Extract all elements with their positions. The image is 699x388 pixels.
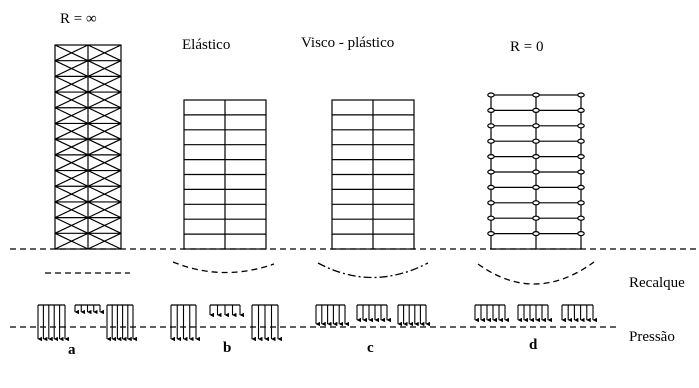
- pressure-block: [37, 304, 69, 342]
- pin-joint: [577, 92, 585, 98]
- pin-joint: [577, 200, 585, 206]
- pin-joint: [532, 123, 540, 129]
- building-a-rigid-frame: [54, 44, 122, 250]
- diagonal-brace: [87, 107, 122, 125]
- pin-joint: [487, 200, 495, 206]
- pin-joint: [532, 200, 540, 206]
- pin-joint: [532, 184, 540, 190]
- case-d-title: R = 0: [510, 39, 544, 55]
- pin-joint: [532, 215, 540, 221]
- pressure-block: [170, 304, 200, 342]
- pin-joint: [487, 184, 495, 190]
- diagonal-brace: [87, 60, 122, 77]
- building-d-pinned-frame: [487, 92, 585, 250]
- pin-joint: [532, 107, 540, 114]
- settlement-profile-b: [172, 261, 275, 274]
- building-c-visco-plastic-frame: [331, 99, 415, 250]
- pressure-block: [209, 304, 244, 318]
- pin-joint: [532, 138, 540, 144]
- diagonal-brace: [87, 217, 122, 234]
- pin-joint: [577, 184, 585, 190]
- pressure-block: [251, 304, 282, 342]
- pressure-block: [474, 304, 509, 323]
- diagonal-brace: [54, 154, 89, 172]
- pin-joint: [577, 169, 585, 175]
- diagonal-brace: [87, 232, 122, 250]
- pressure-distributions: [37, 304, 597, 342]
- pin-joint: [577, 231, 585, 237]
- settlement-profile-c: [317, 262, 429, 279]
- diagonal-brace: [54, 201, 89, 219]
- pressure-block: [356, 304, 391, 323]
- diagonal-brace: [54, 44, 89, 62]
- diagonal-brace: [87, 75, 122, 93]
- pin-joint: [487, 154, 495, 160]
- diagonal-brace: [87, 154, 122, 172]
- diagonal-brace: [87, 91, 122, 109]
- diagonal-brace: [54, 185, 89, 203]
- pin-joint: [532, 231, 540, 237]
- pin-joint: [577, 123, 585, 129]
- pressure-block: [106, 304, 137, 342]
- diagonal-brace: [87, 122, 122, 140]
- case-c-letter: c: [367, 340, 374, 356]
- pin-joint: [577, 215, 585, 221]
- pressure-block: [561, 304, 597, 323]
- diagonal-brace: [54, 91, 89, 109]
- case-a-letter: a: [68, 342, 76, 358]
- diagonal-brace: [87, 185, 122, 203]
- pressure-label: Pressão: [629, 329, 675, 345]
- diagonal-brace: [54, 138, 89, 156]
- pin-joint: [487, 169, 495, 175]
- pin-joint: [487, 215, 495, 221]
- pin-joint: [532, 92, 540, 98]
- building-b-elastic-frame: [183, 99, 267, 250]
- pin-joint: [577, 107, 585, 114]
- case-a-title: R = ∞: [60, 11, 97, 27]
- pin-joint: [577, 154, 585, 160]
- diagonal-brace: [87, 44, 122, 62]
- pressure-block: [315, 304, 349, 327]
- diagonal-brace: [54, 75, 89, 93]
- pressure-block: [517, 304, 552, 323]
- settlement-profile-d: [477, 261, 595, 285]
- pin-joint: [532, 154, 540, 160]
- diagonal-brace: [54, 217, 89, 234]
- pin-joint: [487, 231, 495, 237]
- diagonal-brace: [54, 107, 89, 125]
- case-d-letter: d: [529, 337, 538, 353]
- pin-joint: [487, 107, 495, 114]
- pressure-block: [74, 304, 104, 315]
- diagonal-brace: [54, 122, 89, 140]
- pin-joint: [577, 138, 585, 144]
- settlement-label: Recalque: [629, 275, 685, 291]
- pin-joint: [532, 169, 540, 175]
- pin-joint: [487, 92, 495, 98]
- diagonal-brace: [87, 138, 122, 156]
- diagonal-brace: [87, 169, 122, 187]
- diagonal-brace: [54, 169, 89, 187]
- diagonal-brace: [87, 201, 122, 219]
- pressure-block: [397, 304, 430, 327]
- case-b-title: Elástico: [182, 37, 231, 53]
- case-c-title: Visco - plástico: [301, 35, 395, 51]
- diagonal-brace: [54, 232, 89, 250]
- diagonal-brace: [54, 60, 89, 77]
- pin-joint: [487, 123, 495, 129]
- pin-joint: [487, 138, 495, 144]
- case-b-letter: b: [223, 340, 232, 356]
